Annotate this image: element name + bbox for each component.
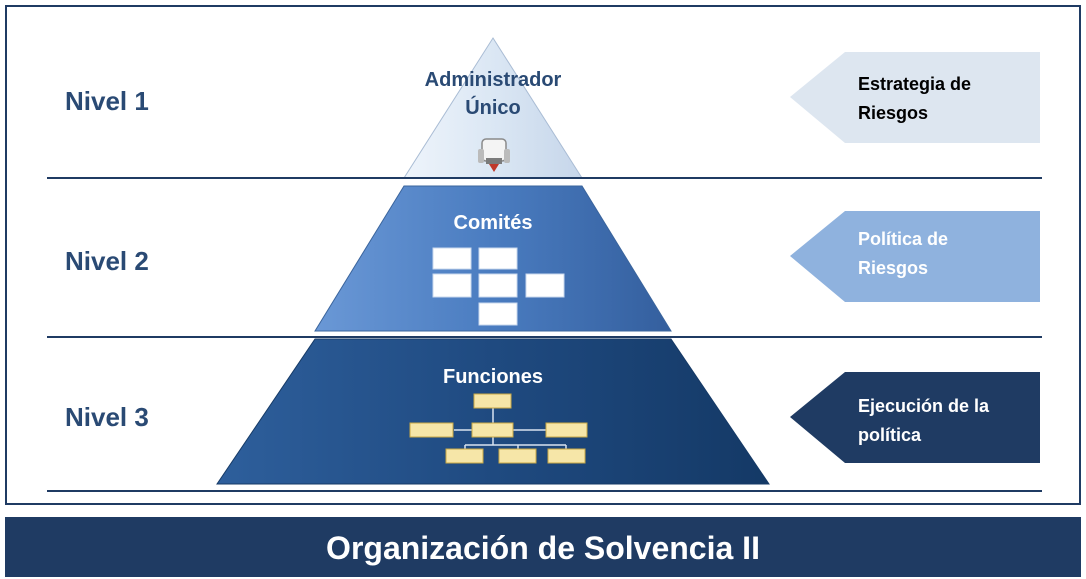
level-divider [47, 490, 1042, 492]
arrow-2-text: Política de Riesgos [858, 225, 1038, 283]
level-divider [47, 177, 1042, 179]
arrow-shape-2 [790, 211, 1040, 302]
arrow-shape-3 [790, 372, 1040, 463]
tier-1-title: Administrador Único [393, 66, 593, 122]
arrow-1-text: Estrategia de Riesgos [858, 70, 1038, 128]
footer-banner: Organización de Solvencia II [5, 517, 1081, 577]
arrow-3-text-line1: Ejecución de la [858, 396, 990, 416]
functions-org-chart-icon [409, 393, 588, 464]
level-3-label: Nivel 3 [65, 402, 149, 432]
arrow-3-text-line2: política [858, 425, 922, 445]
arrow-1-text-line2: Riesgos [858, 103, 929, 123]
arrow-3-text: Ejecución de la política [858, 392, 1038, 450]
tier-1-title-line1: Administrador [424, 69, 562, 91]
arrow-2-text-line2: Riesgos [858, 258, 929, 278]
chair-icon [478, 138, 510, 172]
tier-2-title: Comités [453, 212, 533, 234]
tier-1-title-line2: Único [465, 97, 521, 119]
level-1-label: Nivel 1 [65, 86, 149, 116]
level-divider [47, 336, 1042, 338]
arrow-shape-1 [790, 52, 1040, 143]
level-2-label: Nivel 2 [65, 246, 149, 276]
arrow-2-text-line1: Política de [858, 229, 949, 249]
arrow-1-text-line1: Estrategia de [858, 74, 972, 94]
committees-org-chart-icon [432, 247, 565, 326]
footer-title: Organización de Solvencia II [326, 530, 760, 566]
tier-3-title: Funciones [442, 366, 543, 388]
